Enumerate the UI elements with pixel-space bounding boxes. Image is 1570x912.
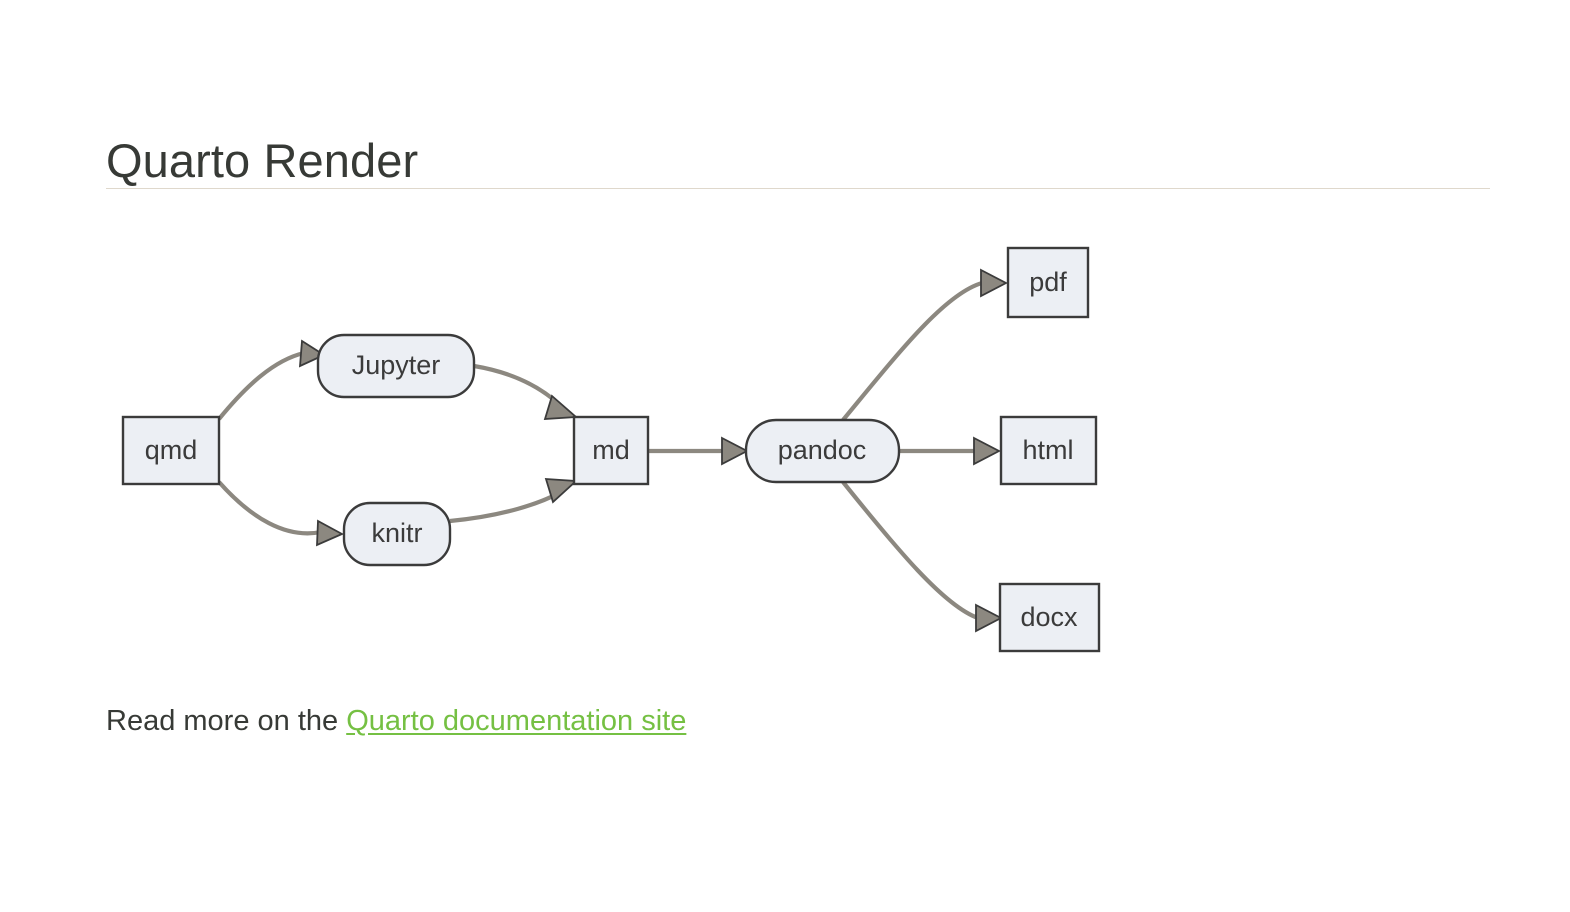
node-label: Jupyter: [352, 350, 441, 380]
node-shape: [998, 582, 1101, 653]
page-title: Quarto Render: [106, 134, 419, 188]
node-shape: [744, 418, 901, 484]
node-label: md: [592, 435, 630, 465]
arrow-head-icon: [980, 268, 1008, 298]
edge-path: [841, 280, 983, 422]
flowchart-svg: qmd Jupyter knitr md pandoc pdf: [121, 246, 1101, 653]
node-shape: [342, 501, 452, 567]
edge-pandoc-to-pdf: [841, 268, 1008, 422]
arrow-head-icon: [316, 519, 345, 547]
node-shape: [121, 415, 221, 486]
node-pandoc[interactable]: pandoc: [744, 418, 901, 484]
edge-path: [473, 363, 563, 408]
node-shape: [572, 415, 650, 486]
arrow-head-icon: [721, 436, 749, 466]
edge-pandoc-to-html: [899, 436, 1001, 466]
node-md[interactable]: md: [572, 415, 650, 486]
edge-qmd-to-jupyter: [217, 339, 326, 421]
read-more-text: Read more on the: [106, 705, 347, 737]
edge-jupyter-to-md: [473, 363, 579, 420]
edge-qmd-to-knitr: [217, 480, 345, 547]
arrow-head-icon: [543, 394, 579, 420]
edge-path: [217, 350, 305, 421]
quarto-render-flowchart: qmd Jupyter knitr md pandoc pdf: [106, 226, 1166, 656]
title-divider: [106, 188, 1490, 189]
node-label: docx: [1020, 602, 1078, 632]
edge-knitr-to-md: [449, 478, 579, 524]
node-label: html: [1022, 435, 1073, 465]
node-shape: [1006, 246, 1090, 319]
arrow-head-icon: [298, 339, 326, 368]
node-pdf[interactable]: pdf: [1006, 246, 1090, 319]
edge-path: [841, 480, 979, 620]
read-more-paragraph: Read more on the Quarto documentation si…: [106, 701, 686, 742]
node-label: knitr: [371, 518, 422, 548]
quarto-documentation-link[interactable]: Quarto documentation site: [346, 705, 687, 737]
node-shape: [999, 415, 1098, 486]
node-html[interactable]: html: [999, 415, 1098, 486]
node-docx[interactable]: docx: [998, 582, 1101, 653]
arrow-head-icon: [975, 603, 1003, 633]
edge-md-to-pandoc: [648, 436, 749, 466]
edge-path: [449, 490, 563, 524]
arrow-head-icon: [973, 436, 1001, 466]
node-jupyter[interactable]: Jupyter: [316, 333, 476, 399]
node-label: pdf: [1029, 267, 1067, 297]
node-knitr[interactable]: knitr: [342, 501, 452, 567]
node-shape: [316, 333, 476, 399]
node-qmd[interactable]: qmd: [121, 415, 221, 486]
edge-pandoc-to-docx: [841, 480, 1003, 633]
arrow-head-icon: [544, 478, 579, 504]
node-label: qmd: [145, 435, 198, 465]
edge-path: [217, 480, 322, 536]
node-label: pandoc: [778, 435, 867, 465]
